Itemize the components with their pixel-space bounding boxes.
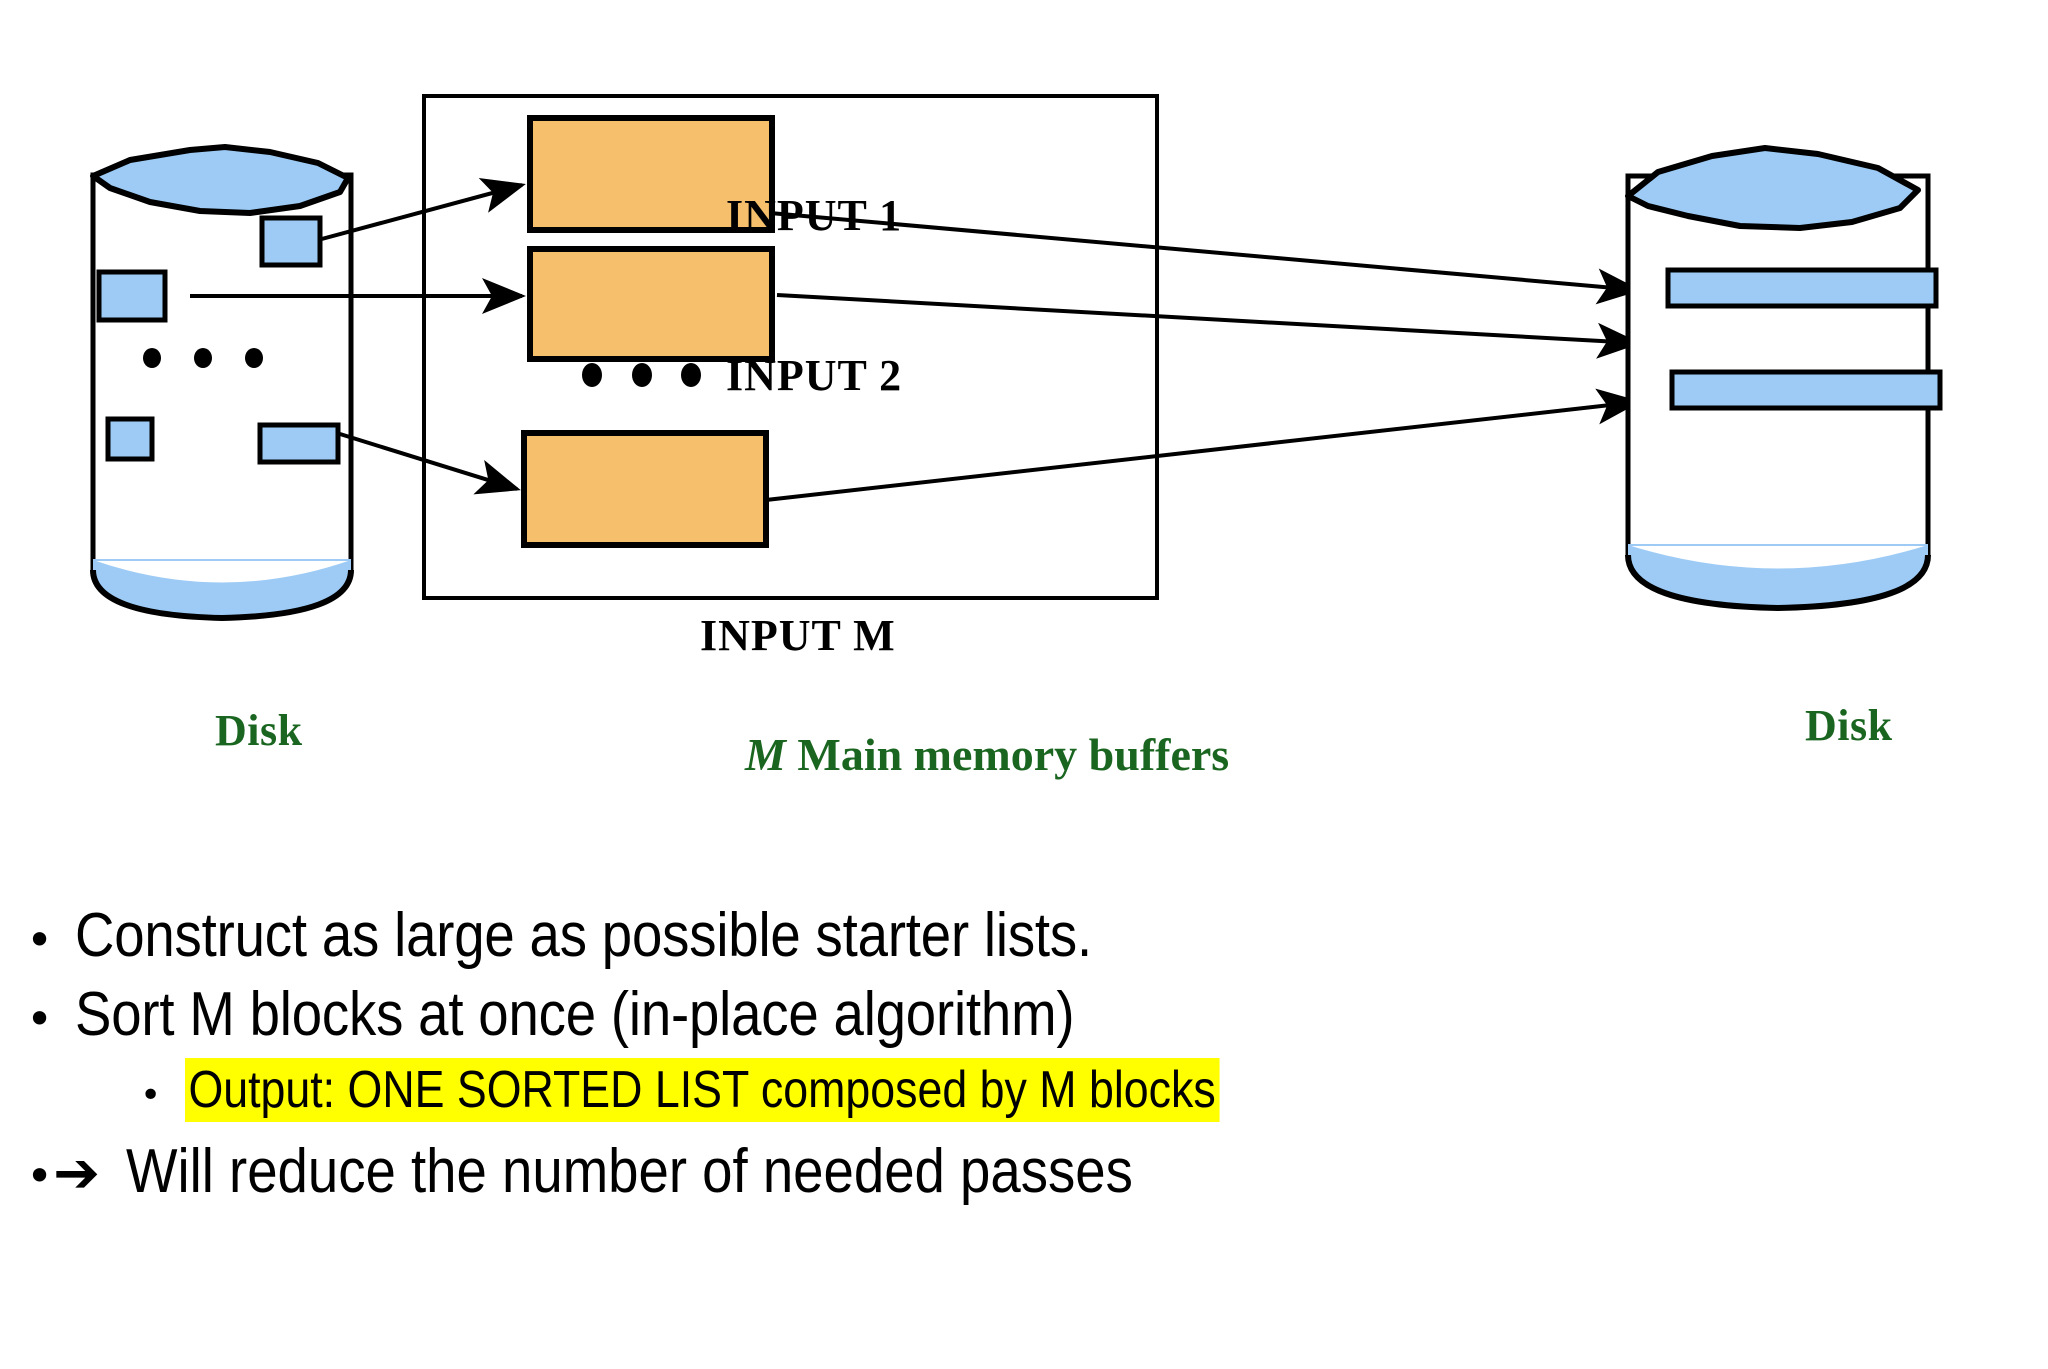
bullet-list: • Construct as large as possible starter… [0, 900, 2048, 1207]
right-disk-label: Disk [1805, 701, 1893, 750]
arrow-disk-to-input1 [317, 178, 526, 242]
bullet-item-4: • ➔ Will reduce the number of needed pas… [26, 1136, 2048, 1207]
memory-ellipsis-dot [681, 363, 701, 387]
left-disk-bottom-arc [90, 569, 354, 622]
bullet-marker: • [140, 1075, 162, 1116]
memory-ellipsis-dot [632, 363, 652, 387]
bullet-marker: • [26, 992, 54, 1046]
arrow-disk-to-inputm [339, 432, 521, 495]
bullet-text: Will reduce the number of needed passes [126, 1137, 1133, 1206]
left-disk [90, 144, 354, 622]
right-disk-block [1669, 369, 1943, 411]
arrow-input2-to-disk [776, 293, 1641, 359]
diagram-canvas [90, 94, 1943, 622]
left-disk-block [96, 269, 168, 323]
input-buffer-m [521, 430, 769, 548]
sorting-diagram: Disk Disk INPUT 1 INPUT 2 INPUT M M Main… [90, 94, 1943, 781]
main-memory-caption-rest: Main memory buffers [785, 729, 1230, 780]
left-disk-block [105, 416, 155, 462]
right-disk-fill [1628, 545, 1928, 608]
input-buffer-2-label: INPUT 2 [726, 351, 903, 400]
left-disk-ellipsis-dot [245, 348, 263, 368]
bullet-item-2: • Sort M blocks at once (in-place algori… [26, 979, 2048, 1050]
arrow-input1-to-disk [769, 211, 1641, 305]
main-memory-frame [422, 94, 1159, 600]
memory-ellipsis-dot [582, 363, 602, 387]
arrow-inputm-to-disk [765, 388, 1641, 502]
right-disk-block [1665, 267, 1939, 309]
bullet-item-1: • Construct as large as possible starter… [26, 900, 2048, 971]
left-disk-ellipsis-dot [194, 348, 212, 368]
bullet-marker: • [26, 913, 54, 967]
main-memory-caption-m: M [745, 729, 786, 780]
bullet-text: Construct as large as possible starter l… [75, 901, 1093, 970]
left-disk-top [90, 144, 351, 216]
left-disk-block [257, 422, 341, 465]
right-disk [1625, 145, 1943, 612]
input-buffer-1 [527, 115, 775, 233]
bullet-text-highlighted: Output: ONE SORTED LIST composed by M bl… [185, 1058, 1220, 1122]
right-arrow-icon: ➔ [53, 1141, 101, 1206]
left-disk-label: Disk [215, 706, 303, 755]
bullet-text: Sort M blocks at once (in-place algorith… [75, 980, 1075, 1049]
bullet-marker: • [26, 1149, 54, 1203]
input-buffer-m-label: INPUT M [700, 611, 896, 660]
left-disk-fill [93, 560, 351, 618]
right-disk-bottom-arc [1625, 554, 1931, 612]
input-buffer-1-label: INPUT 1 [726, 191, 903, 240]
right-disk-top [1625, 145, 1921, 231]
left-disk-block [259, 215, 323, 268]
bullet-item-3-highlighted: • Output: ONE SORTED LIST composed by M … [140, 1058, 2048, 1122]
input-buffer-2 [527, 246, 775, 362]
main-memory-caption: M Main memory buffers [745, 728, 1229, 781]
left-disk-ellipsis-dot [143, 348, 161, 368]
